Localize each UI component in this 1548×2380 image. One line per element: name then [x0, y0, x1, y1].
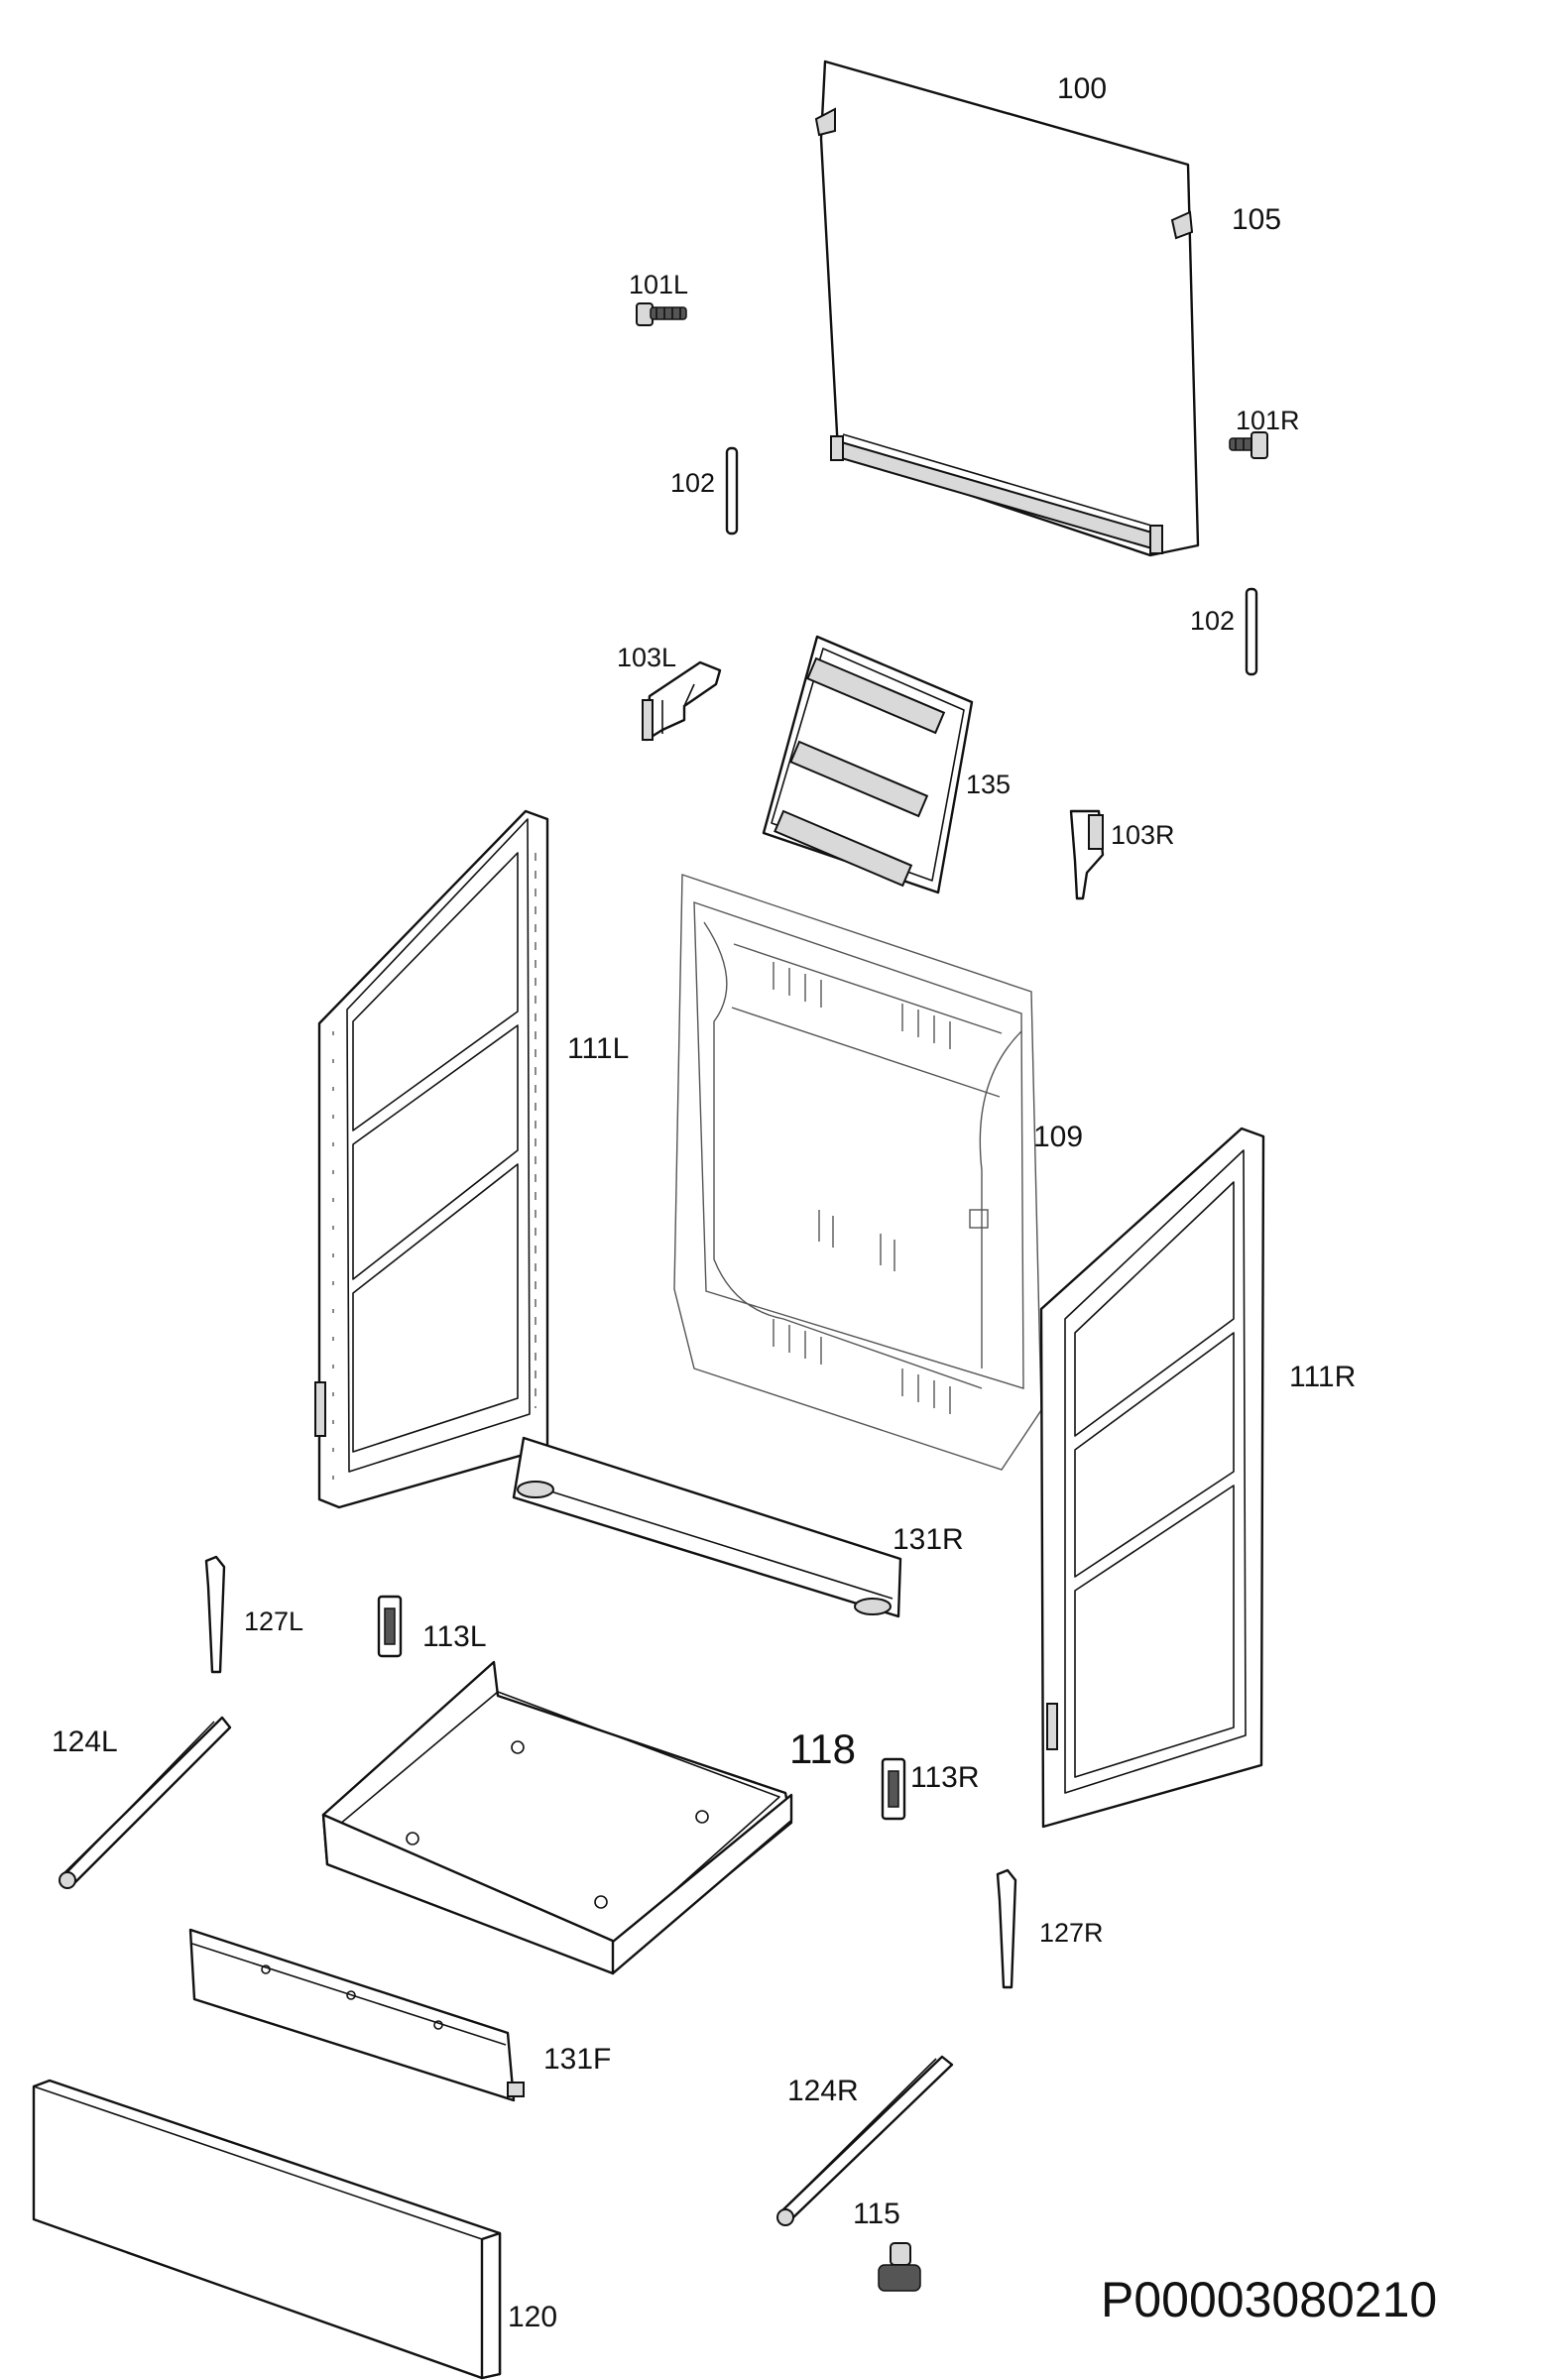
- part-135-heat-shield-tray[interactable]: [762, 635, 974, 894]
- label-113L: 113L: [422, 1620, 487, 1653]
- label-103L: 103L: [617, 643, 676, 672]
- part-127R-bracket[interactable]: [996, 1868, 1017, 1989]
- part-111L-side-panel-left[interactable]: [314, 809, 549, 1509]
- part-109-slots: [773, 962, 951, 1414]
- drawing-code: P00003080210: [1101, 2272, 1437, 2327]
- label-102-left: 102: [670, 468, 715, 498]
- label-105: 105: [1232, 203, 1281, 236]
- label-131F: 131F: [543, 2043, 611, 2076]
- part-127L-bracket[interactable]: [204, 1555, 226, 1674]
- part-103L-bracket[interactable]: [642, 660, 722, 742]
- part-100-back-panel[interactable]: [814, 60, 1200, 557]
- part-131R-rear-rail[interactable]: [512, 1436, 902, 1618]
- part-131F-front-rail[interactable]: [188, 1928, 525, 2102]
- part-111R-side-panel-right[interactable]: [1039, 1127, 1265, 1829]
- part-113R-hinge[interactable]: [881, 1757, 906, 1821]
- label-111L: 111L: [567, 1032, 629, 1065]
- part-118-drawer[interactable]: [321, 1660, 793, 1975]
- part-102-pin-right[interactable]: [1245, 587, 1258, 676]
- label-118: 118: [789, 1726, 856, 1772]
- label-101L: 101L: [629, 270, 688, 299]
- label-127R: 127R: [1039, 1918, 1104, 1948]
- part-105-clip[interactable]: [1170, 210, 1194, 240]
- label-115: 115: [853, 2198, 900, 2230]
- label-113R: 113R: [910, 1761, 980, 1794]
- part-124L-slide-rail-left[interactable]: [59, 1716, 232, 1889]
- part-101R-screw[interactable]: [1229, 431, 1268, 459]
- label-120: 120: [508, 2301, 557, 2333]
- label-124L: 124L: [52, 1726, 118, 1758]
- part-102-pin-left[interactable]: [725, 446, 739, 536]
- label-103R: 103R: [1111, 820, 1175, 850]
- part-103R-bracket[interactable]: [1069, 809, 1105, 900]
- part-115-foot[interactable]: [878, 2242, 921, 2292]
- label-111R: 111R: [1289, 1361, 1356, 1393]
- label-127L: 127L: [244, 1606, 303, 1636]
- part-101L-screw[interactable]: [636, 302, 687, 326]
- label-109: 109: [1033, 1121, 1083, 1153]
- label-102-right: 102: [1190, 606, 1235, 636]
- label-101R: 101R: [1236, 406, 1300, 435]
- part-120-drawer-front[interactable]: [32, 2079, 502, 2380]
- part-113L-hinge[interactable]: [377, 1595, 403, 1658]
- part-124R-slide-rail-right[interactable]: [776, 2055, 954, 2226]
- label-131R: 131R: [893, 1523, 964, 1556]
- part-109-rear-frame[interactable]: [673, 874, 1042, 1471]
- label-124R: 124R: [787, 2075, 859, 2107]
- label-135: 135: [966, 770, 1011, 799]
- label-100: 100: [1057, 72, 1107, 105]
